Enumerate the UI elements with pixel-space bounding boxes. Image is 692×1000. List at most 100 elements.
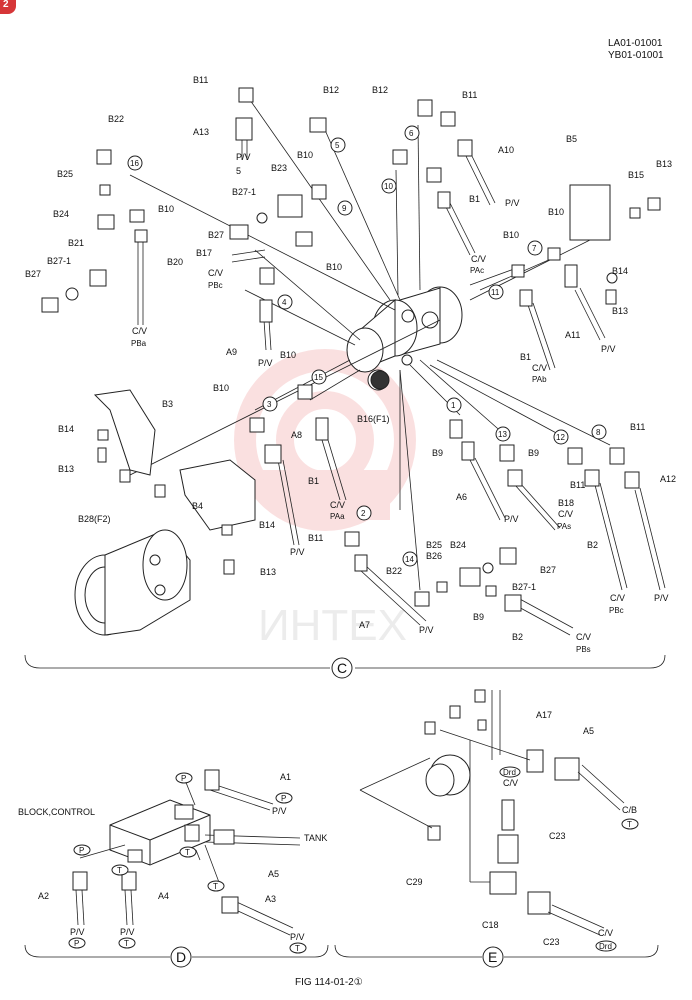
main-rotary-joint [346, 286, 463, 391]
callout-a12: A12 [660, 474, 676, 484]
callout-b9-a: B9 [432, 448, 443, 458]
line-code-pv-d3: P/V [120, 927, 135, 937]
port-t-d1: T [185, 848, 190, 857]
line-code-cv-pac: C/V [471, 254, 486, 264]
port-p-d3: P [79, 846, 84, 855]
callout-b12-b: B12 [372, 85, 388, 95]
callout-b27-a: B27 [208, 230, 224, 240]
port-t-d5: T [295, 944, 300, 953]
callout-b16: B16(F1) [357, 414, 390, 424]
callout-b10-b: B10 [158, 204, 174, 214]
callout-b11-a: B11 [193, 75, 208, 85]
marker-7: 7 [532, 244, 537, 253]
hoses [137, 140, 666, 636]
callout-a5-d: A5 [268, 869, 279, 879]
line-code-pv-d2: P/V [70, 927, 85, 937]
callout-b4: B4 [192, 501, 203, 511]
callout-b10-a: B10 [297, 150, 313, 160]
section-e-label: E [488, 949, 497, 965]
line-code-cv-pbc-b: C/V [610, 593, 625, 603]
tank-label: TANK [304, 833, 327, 843]
marker-10: 10 [384, 182, 393, 191]
marker-15: 15 [314, 373, 323, 382]
port-t-d3: T [213, 882, 218, 891]
callout-b10-f: B10 [213, 383, 229, 393]
port-pab: PAb [532, 375, 547, 384]
motor-b28 [74, 529, 191, 636]
marker-3: 3 [267, 400, 272, 409]
callout-b27-c: B27 [540, 565, 556, 575]
callout-b9-b: B9 [528, 448, 539, 458]
line-code-pv-d1: P/V [272, 806, 287, 816]
callout-b21: B21 [68, 238, 84, 248]
callout-a13: A13 [193, 127, 209, 137]
callout-b11-c: B11 [630, 422, 645, 432]
callout-a9: A9 [226, 347, 237, 357]
marker-9: 9 [342, 204, 347, 213]
callout-b27-b: B27 [25, 269, 41, 279]
callout-b25-a: B25 [57, 169, 73, 179]
line-code-pv-1: P/V [504, 514, 519, 524]
callout-b27-1-c: B27-1 [512, 582, 536, 592]
page-corner-badge: 2 [0, 0, 16, 14]
callout-a7: A7 [359, 620, 370, 630]
port-drd-2: Drd [599, 942, 612, 951]
line-code-cv-pbs: C/V [576, 632, 591, 642]
callout-c23-b: C23 [543, 937, 560, 947]
port-pbc-a: PBc [208, 281, 223, 290]
block-control-label: BLOCK,CONTROL [18, 807, 95, 817]
callout-b10-d: B10 [503, 230, 519, 240]
port-pbc-b: PBc [609, 606, 624, 615]
port-pac: PAc [470, 266, 484, 275]
callout-a2: A2 [38, 891, 49, 901]
callout-a6: A6 [456, 492, 467, 502]
callout-b3: B3 [162, 399, 173, 409]
marker-5: 5 [335, 141, 340, 150]
callout-b14-a: B14 [612, 266, 628, 276]
port-p-d4: P [74, 939, 79, 948]
marker-16: 16 [130, 159, 139, 168]
line-code-pv-d4: P/V [290, 932, 305, 942]
callout-b1-a: B1 [469, 194, 480, 204]
marker-2: 2 [361, 509, 366, 518]
line-code-pv-4: P/V [258, 358, 273, 368]
callout-b2-a: B2 [512, 632, 523, 642]
callout-b2-b: B2 [587, 540, 598, 550]
line-code-cv-e1: C/V [503, 778, 518, 788]
callout-a4: A4 [158, 891, 169, 901]
callout-b24-a: B24 [53, 209, 69, 219]
line-code-pv-3: P/V [290, 547, 305, 557]
section-c-port-labels: P/V 5 P/V 5 C/V PAc P/V C/V PBc P/V C/V … [131, 152, 669, 654]
callout-a8: A8 [291, 430, 302, 440]
line-code-cb: C/B [622, 805, 637, 815]
line-code-cv-e2: C/V [598, 928, 613, 938]
watermark: ИНТЕХ [234, 349, 416, 650]
callout-a3: A3 [265, 894, 276, 904]
line-code-cv-pba: C/V [132, 326, 147, 336]
callout-b28: B28(F2) [78, 514, 111, 524]
section-d-bracket: D [24, 944, 329, 968]
section-c-drawing [41, 87, 666, 636]
callout-b27-1-a: B27-1 [232, 187, 256, 197]
marker-12: 12 [556, 433, 565, 442]
port-pas: PAs [557, 522, 571, 531]
port-t-d4: T [124, 939, 129, 948]
section-d-label: D [176, 949, 186, 965]
marker-14: 14 [405, 555, 414, 564]
port-t-d2: T [117, 866, 122, 875]
callout-b18: B18 [558, 498, 574, 508]
callout-b13-b: B13 [612, 306, 628, 316]
callout-b25-b: B25 [426, 540, 442, 550]
port-drd-1: Drd [503, 768, 516, 777]
line-code-pv-7: P/V [601, 344, 616, 354]
port-pbs: PBs [576, 645, 591, 654]
callout-b10-g: B10 [280, 350, 296, 360]
callout-b10-c: B10 [548, 207, 564, 217]
fittings [41, 87, 661, 612]
marker-6: 6 [409, 129, 414, 138]
port-p-d2: P [281, 794, 286, 803]
callout-b14-c: B14 [259, 520, 275, 530]
callout-c18: C18 [482, 920, 499, 930]
doc-code-1: LA01-01001 [608, 38, 663, 49]
section-e-bracket: E [334, 944, 659, 968]
